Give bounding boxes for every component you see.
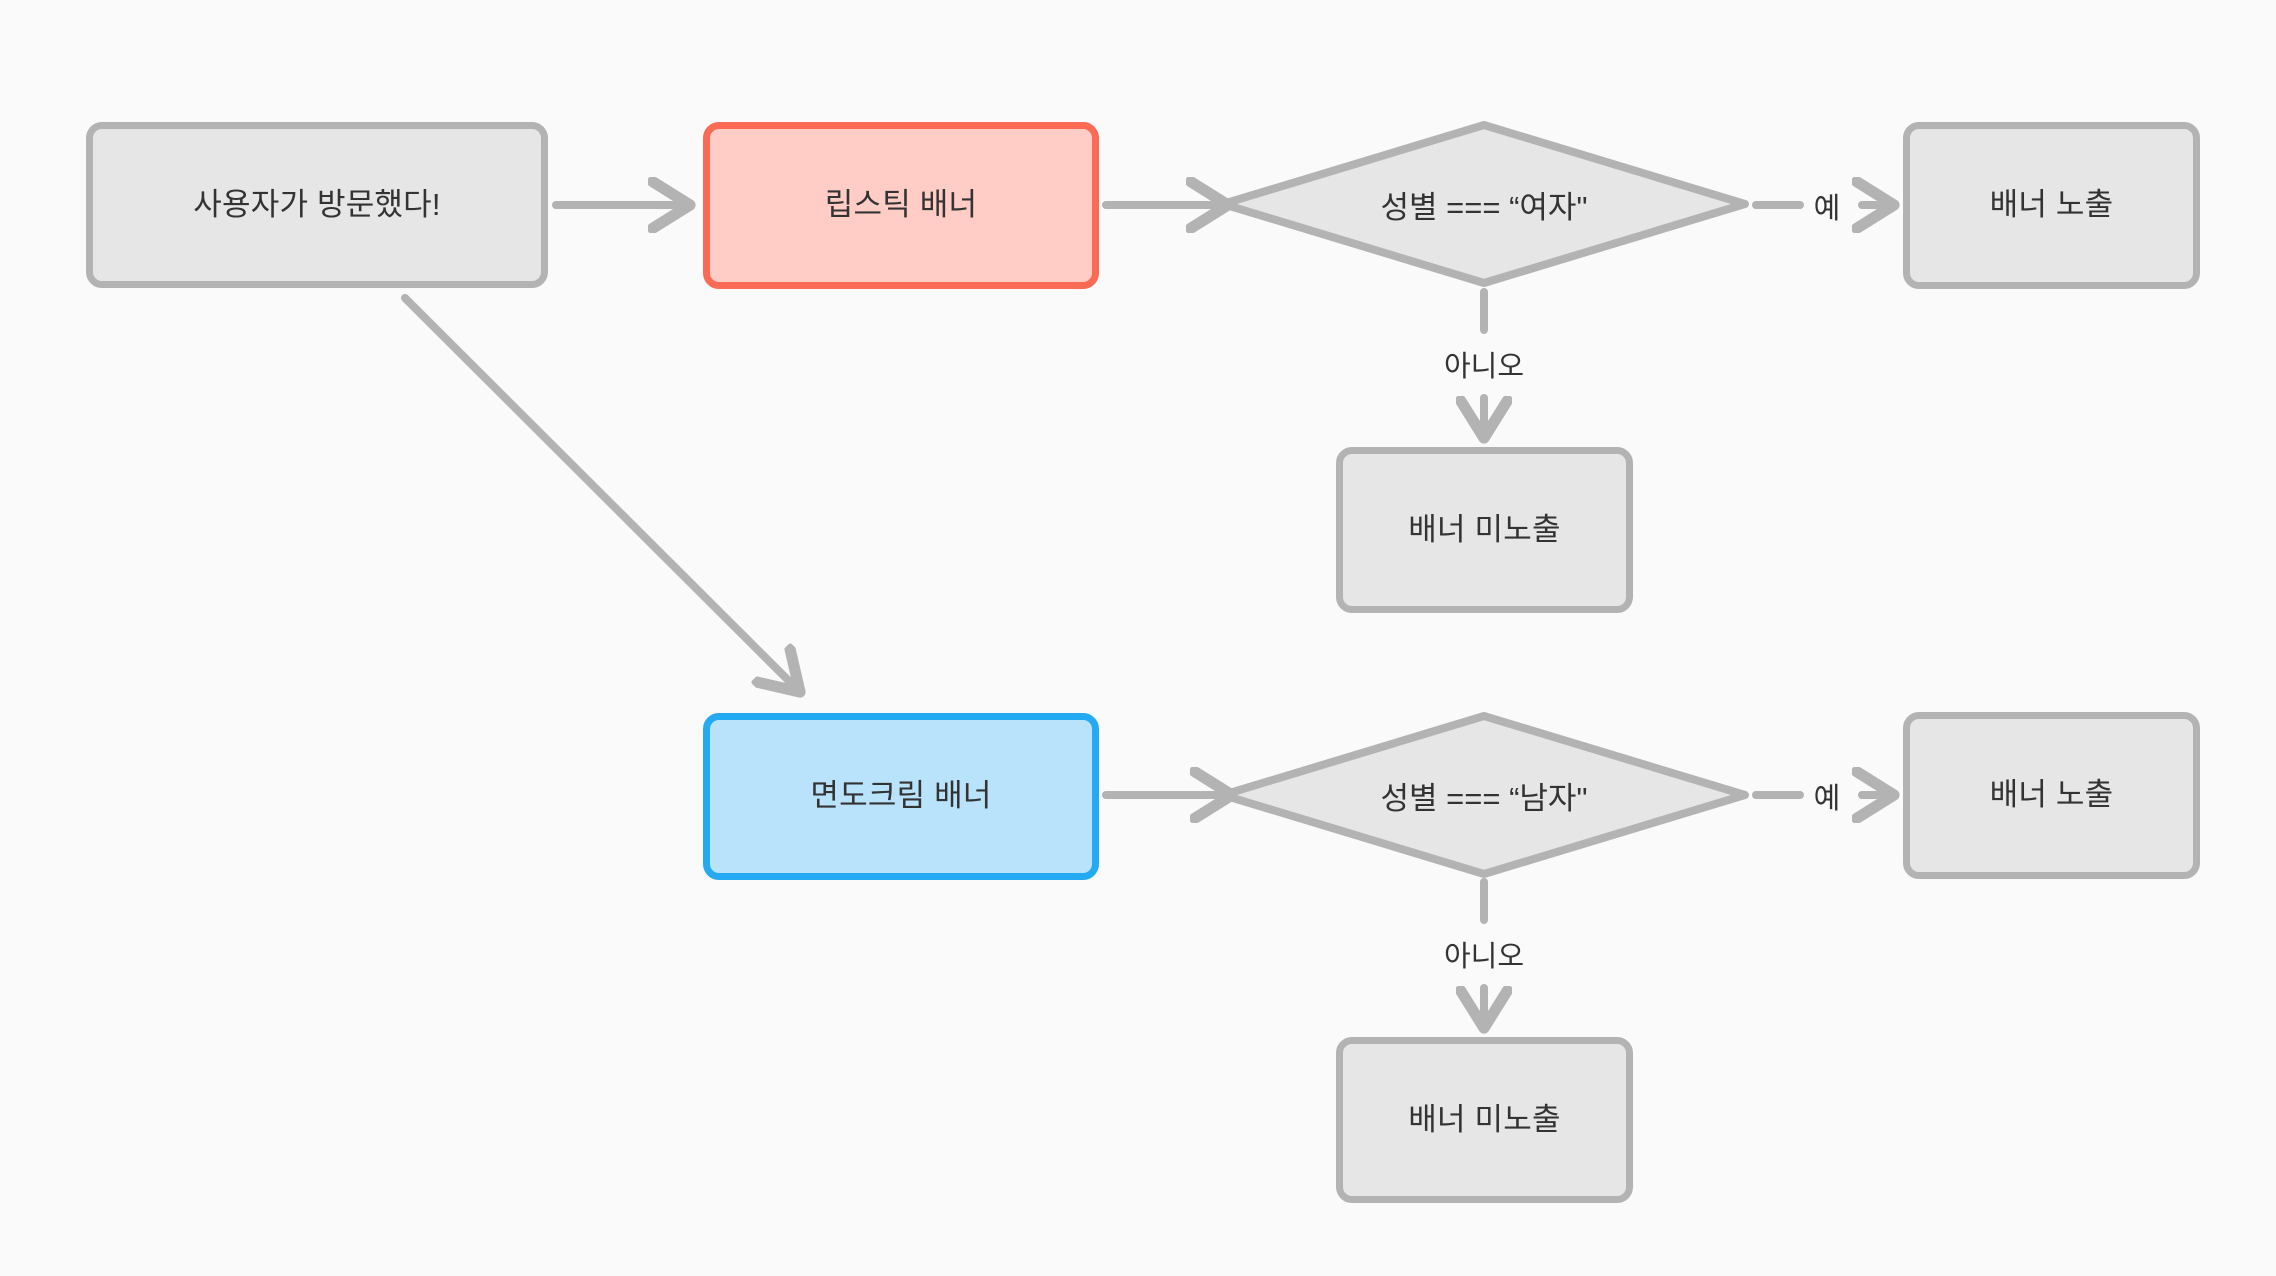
node-condition-female-label: 성별 === “여자" [1380,189,1588,225]
node-show-banner-female-label: 배너 노출 [1989,187,2114,223]
node-lipstick-banner[interactable]: 립스틱 배너 [703,122,1099,289]
node-condition-male[interactable]: 성별 === “남자" [1218,711,1750,879]
diamond-shape-male [1219,712,1749,878]
node-shavecream-banner[interactable]: 면도크림 배너 [703,713,1099,880]
node-hide-banner-male[interactable]: 배너 미노출 [1336,1037,1633,1203]
edge-label-no-male: 아니오 [1443,941,1525,973]
node-show-banner-male-label: 배너 노출 [1989,777,2114,813]
node-condition-male-label: 성별 === “남자" [1380,780,1588,816]
node-lipstick-banner-label: 립스틱 배너 [824,187,978,223]
edge-label-yes-male: 예 [1813,783,1841,815]
node-show-banner-male[interactable]: 배너 노출 [1903,712,2200,879]
diamond-shape-female [1219,121,1749,287]
edge-start-to-shavecream [401,294,800,692]
edge-label-no-female: 아니오 [1443,351,1525,383]
edge-label-yes-female: 예 [1813,193,1841,225]
node-hide-banner-female[interactable]: 배너 미노출 [1336,447,1633,613]
node-start[interactable]: 사용자가 방문했다! [86,122,548,288]
node-hide-banner-male-label: 배너 미노출 [1408,1101,1561,1137]
node-start-label: 사용자가 방문했다! [193,186,441,222]
node-shavecream-banner-label: 면도크림 배너 [810,778,992,814]
node-condition-female[interactable]: 성별 === “여자" [1218,120,1750,288]
node-hide-banner-female-label: 배너 미노출 [1408,511,1561,547]
node-show-banner-female[interactable]: 배너 노출 [1903,122,2200,289]
